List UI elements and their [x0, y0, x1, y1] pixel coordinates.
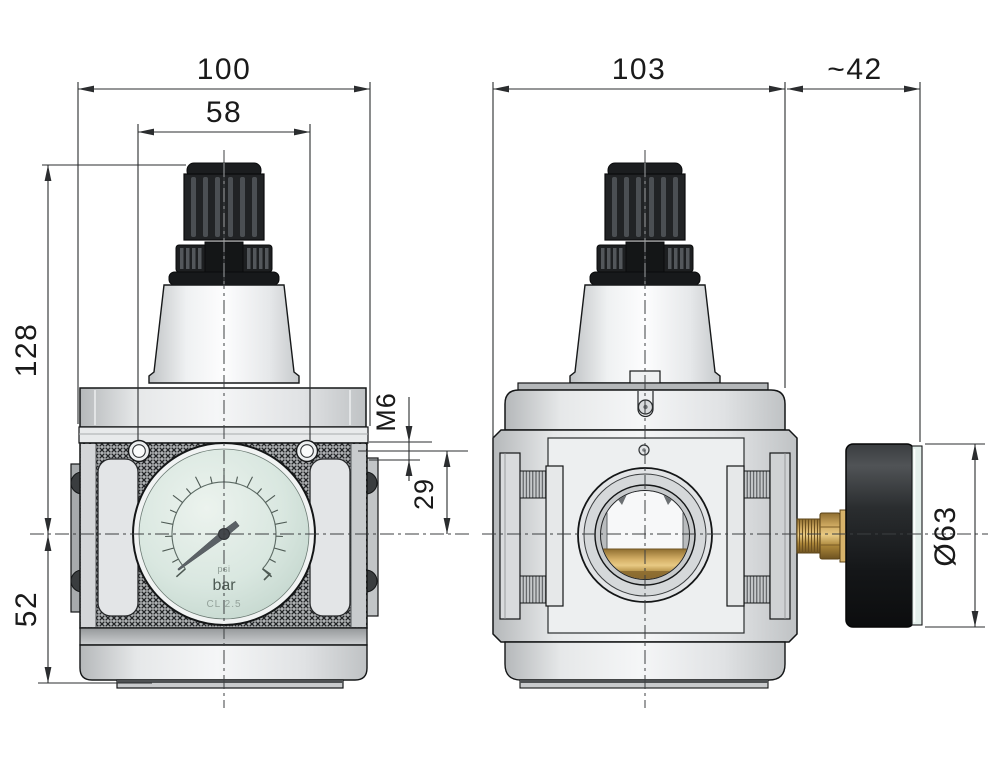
dim-label-gauge-diameter: Ø63	[929, 505, 962, 566]
stem-hex-nut	[819, 512, 841, 560]
band-edge-right	[351, 444, 366, 627]
m6-hole-left	[127, 439, 151, 463]
front-view: psi bar CL 2.5	[30, 150, 470, 708]
clamp-thread-section	[519, 575, 547, 604]
side-view	[482, 150, 988, 708]
clamp-thread-section	[519, 470, 547, 499]
dimensions: 100 58 128 52 M6	[10, 53, 985, 684]
dim-height-below-axis: 52	[10, 534, 152, 684]
dim-axis-to-mounting-face: 29	[358, 450, 468, 534]
ear-slot	[365, 569, 378, 593]
dim-depth: 103	[492, 53, 786, 450]
clamp-bar	[726, 465, 745, 607]
side-top-plate	[517, 382, 769, 391]
dim-mounting-thread: M6	[369, 392, 432, 481]
side-panel-right	[309, 458, 351, 617]
dim-label-gauge-depth: ~42	[827, 53, 882, 86]
dim-label-height-above-axis: 128	[10, 323, 43, 378]
dim-label-overall-width: 100	[197, 53, 252, 86]
clamp-rail-right	[726, 452, 791, 620]
gauge-stem	[796, 509, 847, 563]
dim-label-depth: 103	[612, 53, 667, 86]
side-bottom-plate-shadow	[520, 680, 768, 683]
stem-thread-lines	[797, 519, 820, 553]
clamp-rail-left	[499, 452, 564, 620]
bottom-plate-shadow	[117, 680, 343, 683]
side-panel-left	[97, 458, 139, 617]
dim-label-knob-width: 58	[206, 96, 242, 129]
clamp-thread-section	[743, 575, 771, 604]
dim-height-above-axis: 128	[10, 164, 186, 534]
dim-label-axis-to-mounting-face: 29	[409, 478, 439, 510]
pressure-gauge-side	[845, 443, 923, 628]
dim-overall-width: 100	[77, 53, 371, 426]
dim-label-mounting-thread: M6	[371, 392, 401, 432]
knob-grooves	[191, 177, 257, 237]
dim-gauge-diameter: Ø63	[925, 443, 985, 628]
dim-gauge-depth: ~42	[787, 53, 921, 442]
m6-hole-right	[295, 439, 319, 463]
gauge-scale-end-stop	[262, 568, 272, 581]
body-top-plate	[79, 387, 367, 428]
ear-slot	[365, 471, 378, 495]
clamp-bar	[545, 465, 564, 607]
lock-ring-ribs	[180, 248, 269, 269]
dim-label-height-below-axis: 52	[10, 591, 43, 627]
clamp-thread-section	[743, 470, 771, 499]
stem-washer	[839, 509, 847, 563]
gauge-glass-edge	[911, 445, 923, 626]
dim-knob-width: 58	[137, 96, 311, 440]
band-edge-left	[81, 444, 96, 627]
gauge-drum	[845, 443, 915, 628]
mounting-ear-right	[365, 457, 379, 617]
